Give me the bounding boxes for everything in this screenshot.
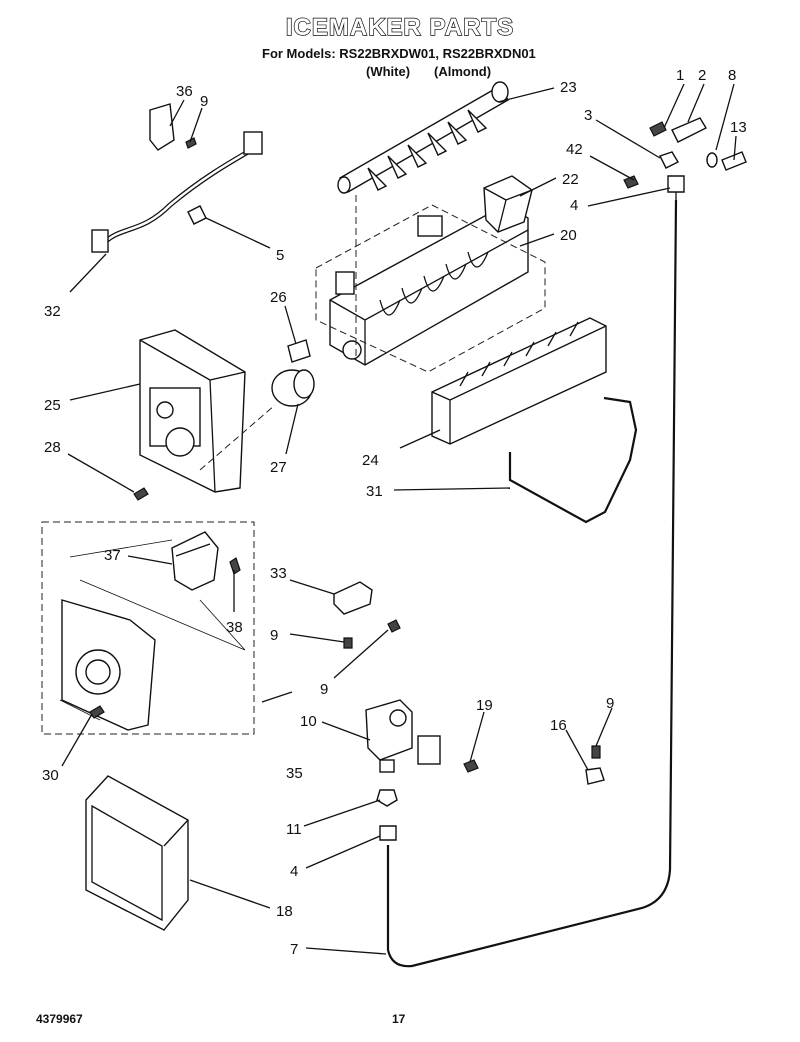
callout-18: 18 [276, 903, 293, 920]
callout-22: 22 [562, 171, 579, 188]
tube-insert-part [379, 825, 397, 841]
shutoff-arm-part [508, 396, 638, 524]
callout-4-bottom: 4 [290, 863, 298, 880]
callout-5: 5 [276, 247, 284, 264]
motor-part [271, 369, 315, 407]
callout-10: 10 [300, 713, 317, 730]
tube-clamp-part [585, 767, 605, 785]
models-line: For Models: RS22BRXDW01, RS22BRXDN01 [262, 46, 536, 61]
clip-part [187, 205, 207, 225]
callout-19: 19 [476, 697, 493, 714]
panel-part [85, 775, 189, 931]
callout-42: 42 [566, 141, 583, 158]
callout-8: 8 [728, 67, 736, 84]
callout-38: 38 [226, 619, 243, 636]
page-title: ICEMAKER PARTS [285, 13, 515, 41]
stripper-part [431, 317, 607, 445]
callout-7: 7 [290, 941, 298, 958]
water-valve-part [365, 699, 441, 773]
variant-white-label: (White) [366, 64, 411, 79]
mounting-bracket-part [333, 581, 373, 615]
ejector-assembly-part [337, 81, 509, 194]
callout-2: 2 [698, 67, 706, 84]
variant-almond-label: (Almond) [434, 64, 492, 79]
callout-16: 16 [550, 717, 567, 734]
callout-1: 1 [676, 67, 684, 84]
callout-37: 37 [104, 547, 121, 564]
callout-4-top: 4 [570, 197, 578, 214]
callout-9-mid: 9 [270, 627, 278, 644]
callout-9-top: 9 [200, 93, 208, 110]
callout-31: 31 [366, 483, 383, 500]
callout-3: 3 [584, 107, 592, 124]
document-number: 4379967 [36, 1012, 83, 1026]
timing-motor-part [171, 531, 219, 591]
module-kit-dashed-box [41, 521, 255, 735]
inlet-fitting-parts [623, 117, 747, 210]
callout-11: 11 [286, 821, 302, 838]
callout-36: 36 [176, 83, 193, 100]
page-number: 17 [392, 1012, 406, 1026]
callout-9-lower: 9 [320, 681, 328, 698]
leader-lines [61, 83, 737, 955]
callout-9-right: 9 [606, 695, 614, 712]
fill-cup-part [483, 175, 533, 233]
control-housing-part [139, 329, 246, 493]
mold-body-part [329, 204, 529, 366]
callout-25: 25 [44, 397, 61, 414]
control-module-part [61, 599, 156, 731]
callout-35: 35 [286, 765, 303, 782]
callout-24: 24 [362, 452, 379, 469]
callout-28: 28 [44, 439, 61, 456]
screw-part [133, 487, 149, 501]
callout-30: 30 [42, 767, 59, 784]
callout-13: 13 [730, 119, 747, 136]
callout-32: 32 [44, 303, 61, 320]
water-tube-part [386, 199, 678, 968]
switch-part [287, 339, 311, 363]
mold-outline-dashed [315, 204, 546, 373]
callout-20: 20 [560, 227, 577, 244]
callout-23: 23 [560, 79, 577, 96]
callout-26: 26 [270, 289, 287, 306]
callout-33: 33 [270, 565, 287, 582]
bracket-part [149, 103, 175, 151]
wire-harness-part [91, 131, 263, 253]
nut-part [376, 789, 398, 807]
callout-27: 27 [270, 459, 287, 476]
